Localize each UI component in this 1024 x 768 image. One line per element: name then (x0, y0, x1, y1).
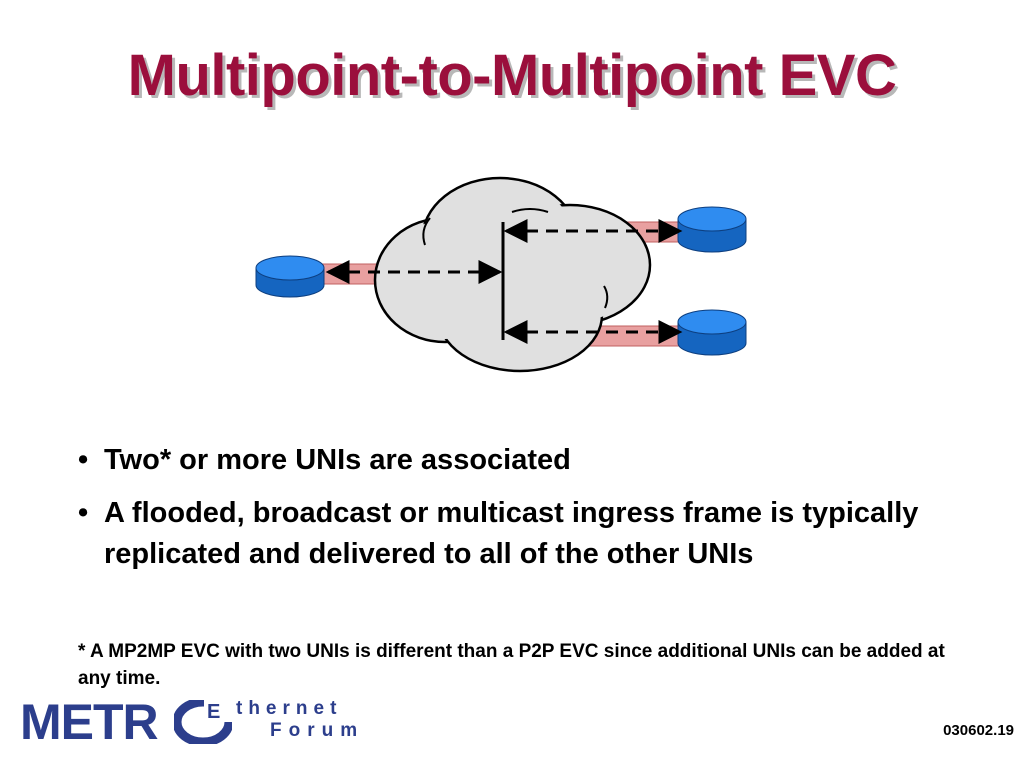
slide-title: Multipoint-to-Multipoint EVC (127, 43, 897, 108)
logo-o-icon: E (174, 700, 232, 744)
bullet-text: A flooded, broadcast or multicast ingres… (104, 497, 919, 570)
bullet-marker: • (78, 497, 89, 529)
bullet-list: • Two* or more UNIs are associated • A f… (78, 440, 958, 587)
logo-metr-text: METR (20, 694, 159, 750)
metro-ethernet-forum-logo: METR E thernet Forum (20, 696, 360, 748)
bullet-item: • Two* or more UNIs are associated (78, 440, 958, 481)
bullet-marker: • (78, 444, 89, 476)
logo-ethernet-text: thernet (236, 698, 343, 719)
logo-e-letter: E (207, 701, 220, 723)
bullet-item: • A flooded, broadcast or multicast ingr… (78, 493, 958, 575)
link-bottom-right (589, 325, 681, 347)
bullet-text: Two* or more UNIs are associated (104, 444, 571, 476)
uni-left (255, 255, 325, 298)
uni-bottom-right (677, 309, 747, 356)
logo-forum-text: Forum (270, 720, 365, 741)
mp2mp-evc-diagram (255, 176, 747, 373)
uni-top-right (677, 206, 747, 253)
slide-number: 030602.19 (943, 722, 1014, 739)
footnote: * A MP2MP EVC with two UNIs is different… (78, 641, 945, 689)
